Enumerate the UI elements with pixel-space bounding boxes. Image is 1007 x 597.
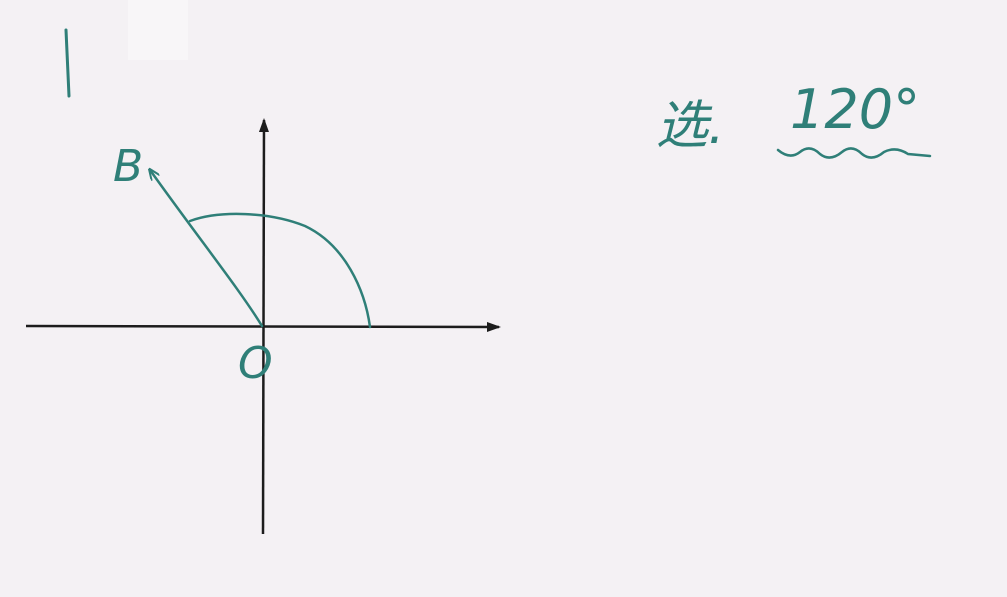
y-axis bbox=[258, 118, 269, 535]
problem-number-stroke bbox=[64, 28, 71, 98]
answer-wavy-underline bbox=[776, 147, 932, 159]
board-artifact bbox=[128, 0, 188, 60]
answer-value: 120° bbox=[790, 78, 920, 141]
answer-prefix: 选. bbox=[656, 96, 725, 156]
angle-arc bbox=[188, 212, 372, 329]
origin-label: O bbox=[238, 338, 273, 389]
ray-ob bbox=[150, 170, 264, 328]
point-b-label: B bbox=[113, 141, 143, 192]
